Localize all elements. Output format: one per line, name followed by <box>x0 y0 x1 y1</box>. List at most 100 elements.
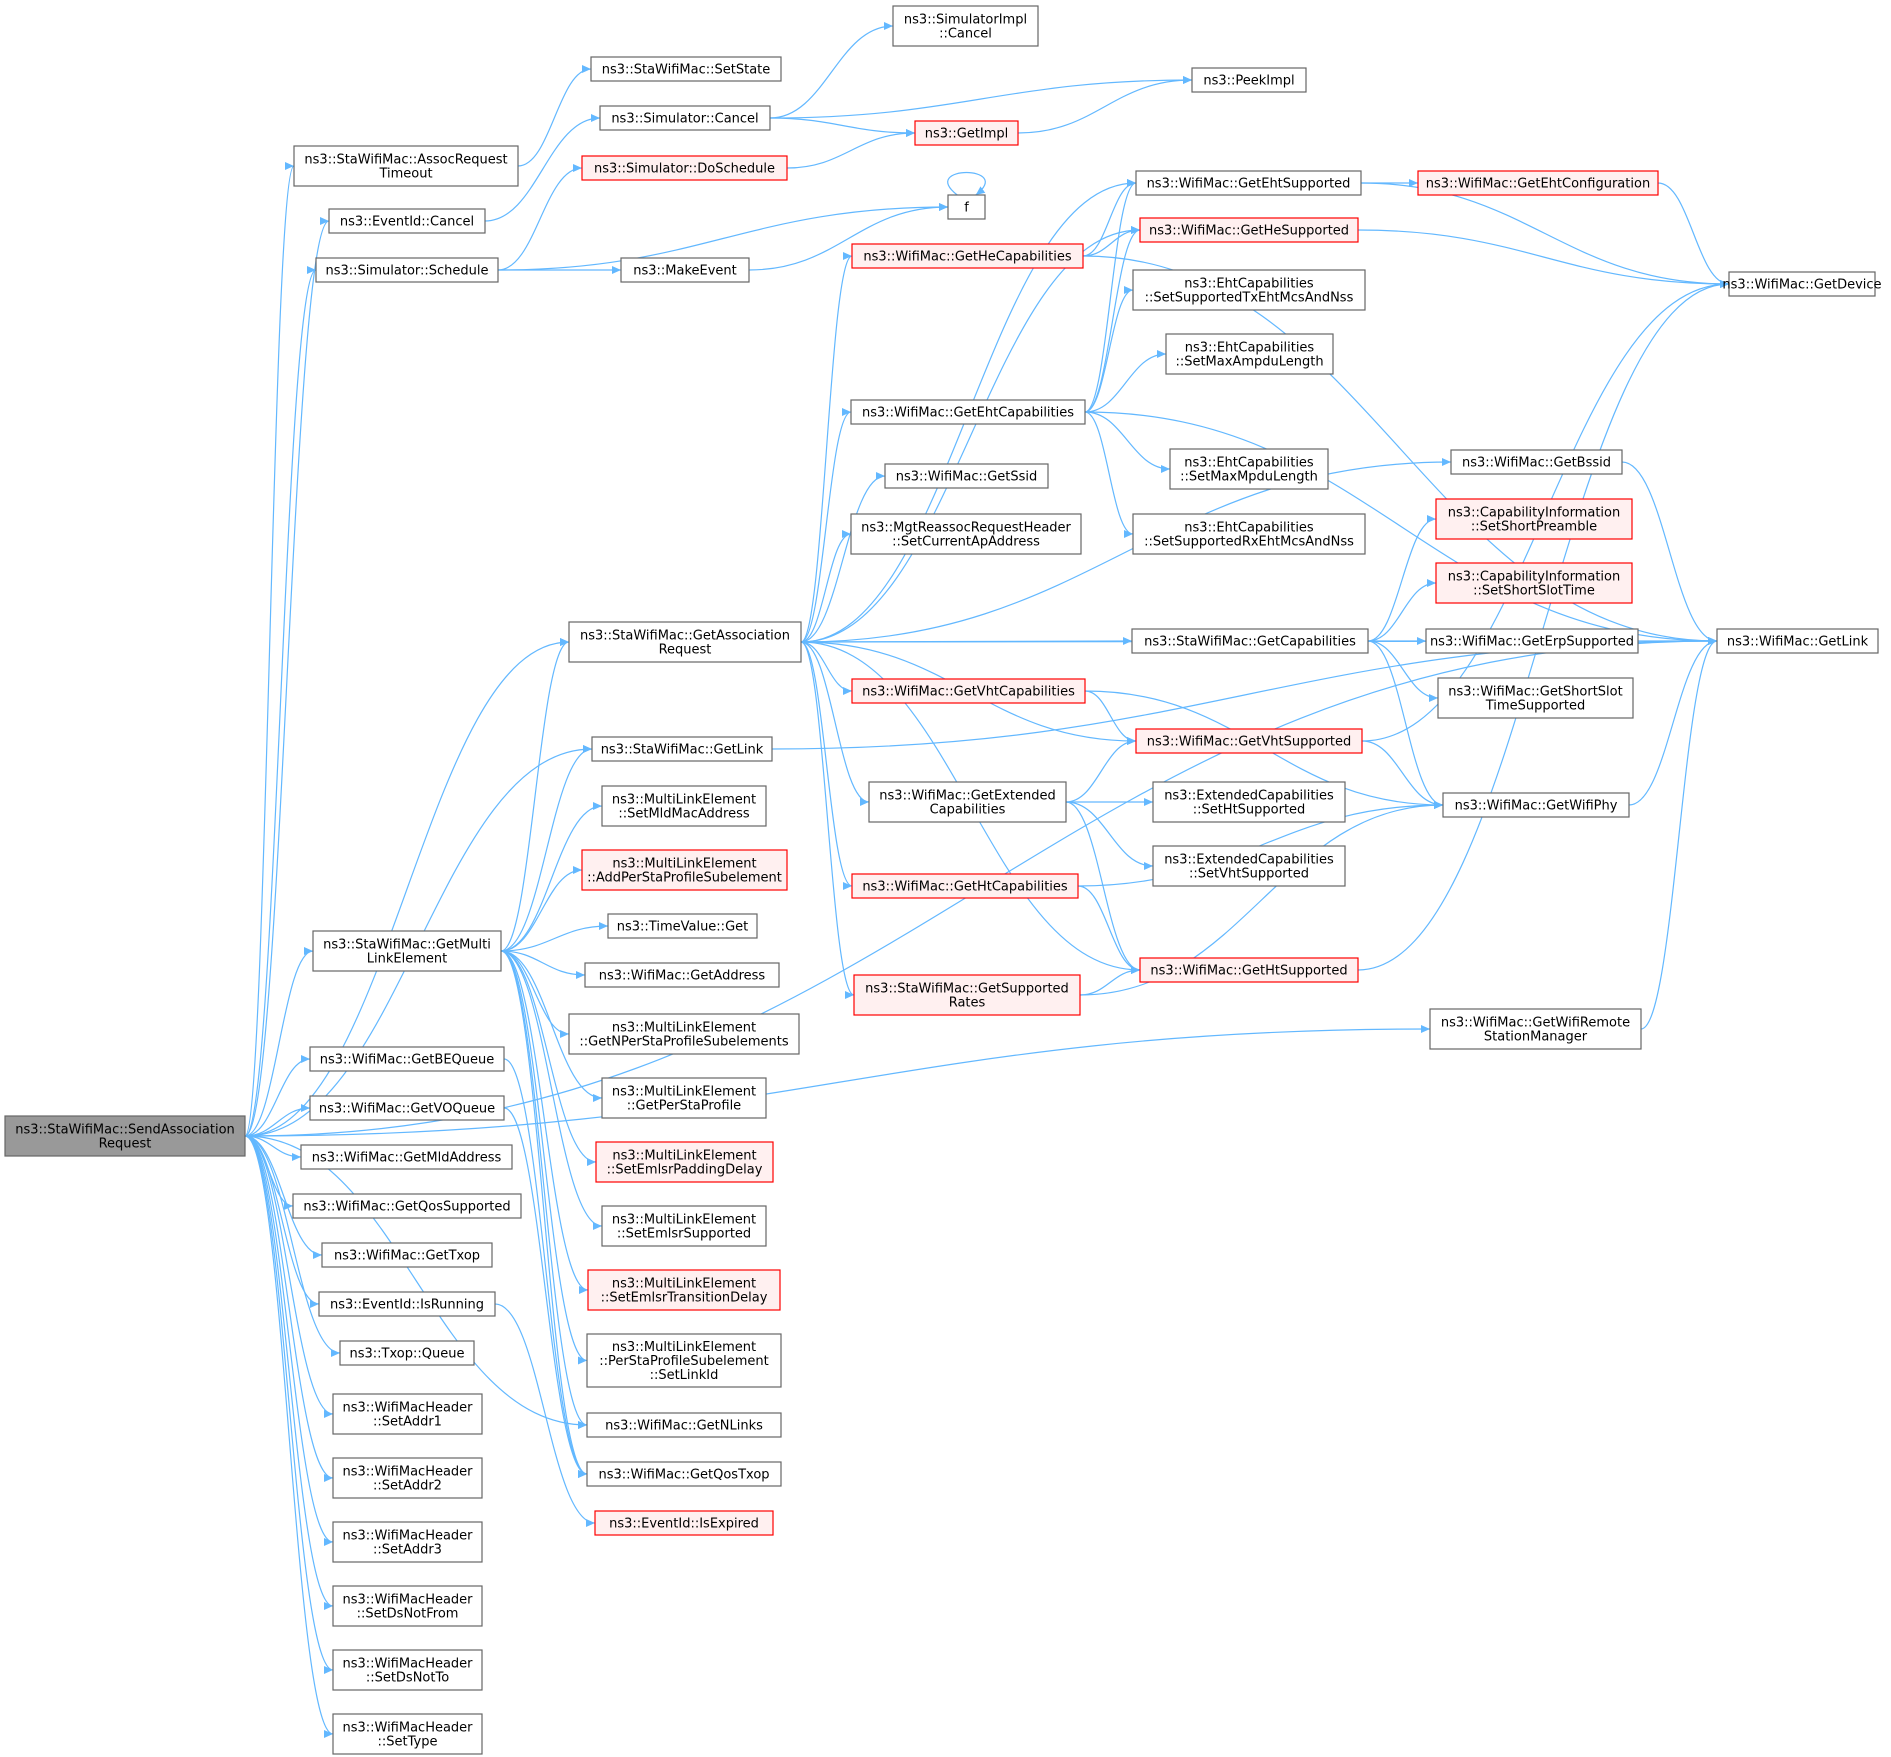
node-get-bssid[interactable]: ns3::WifiMac::GetBssid <box>1450 449 1623 475</box>
node-label: ns3::MultiLinkElement <box>612 1277 756 1292</box>
node-get-bequeue[interactable]: ns3::WifiMac::GetBEQueue <box>309 1046 505 1072</box>
node-make-event[interactable]: ns3::MakeEvent <box>620 257 750 283</box>
node-ext-set-vht[interactable]: ns3::ExtendedCapabilities::SetVhtSupport… <box>1152 845 1346 887</box>
edge-get-multi-link-to-sta-get-link <box>500 745 593 952</box>
node-get-vht-cap[interactable]: ns3::WifiMac::GetVhtCapabilities <box>851 678 1086 704</box>
node-txop-queue[interactable]: ns3::Txop::Queue <box>339 1340 475 1366</box>
node-is-expired[interactable]: ns3::EventId::IsExpired <box>594 1510 774 1536</box>
node-eht-set-rx[interactable]: ns3::EhtCapabilities::SetSupportedRxEhtM… <box>1132 513 1366 555</box>
node-set-ds-not-from[interactable]: ns3::WifiMacHeader::SetDsNotFrom <box>332 1585 483 1627</box>
node-box <box>1437 677 1634 719</box>
node-get-device[interactable]: ns3::WifiMac::GetDevice <box>1722 271 1882 297</box>
node-eht-set-tx[interactable]: ns3::EhtCapabilities::SetSupportedTxEhtM… <box>1132 269 1366 311</box>
node-get-wifi-phy[interactable]: ns3::WifiMac::GetWifiPhy <box>1442 792 1630 818</box>
node-label: ns3::WifiMac::GetDevice <box>1722 278 1881 293</box>
node-label: Request <box>99 1137 152 1152</box>
node-cap-short-slot[interactable]: ns3::CapabilityInformation::SetShortSlot… <box>1435 562 1633 604</box>
node-get-eht-cap[interactable]: ns3::WifiMac::GetEhtCapabilities <box>850 399 1086 425</box>
node-mle-get-n[interactable]: ns3::MultiLinkElement::GetNPerStaProfile… <box>568 1013 800 1055</box>
node-eht-set-ampdu[interactable]: ns3::EhtCapabilities::SetMaxAmpduLength <box>1165 333 1334 375</box>
node-set-state[interactable]: ns3::StaWifiMac::SetState <box>590 56 782 82</box>
node-sim-cancel[interactable]: ns3::Simulator::Cancel <box>599 105 771 131</box>
node-get-erp[interactable]: ns3::WifiMac::GetErpSupported <box>1425 628 1639 654</box>
node-sim-do-schedule[interactable]: ns3::Simulator::DoSchedule <box>581 155 788 181</box>
node-box <box>851 678 1086 704</box>
node-get-he-supported[interactable]: ns3::WifiMac::GetHeSupported <box>1139 217 1359 243</box>
node-label: ns3::WifiMac::GetNLinks <box>605 1419 763 1434</box>
node-label: ::SetEmlsrPaddingDelay <box>607 1163 763 1178</box>
node-get-he-cap[interactable]: ns3::WifiMac::GetHeCapabilities <box>851 243 1084 269</box>
edge-get-ext-cap-to-get-vht-supported <box>1065 737 1137 803</box>
node-get-impl[interactable]: ns3::GetImpl <box>914 120 1019 146</box>
node-set-addr3[interactable]: ns3::WifiMacHeader::SetAddr3 <box>332 1521 483 1563</box>
node-get-eht-config[interactable]: ns3::WifiMac::GetEhtConfiguration <box>1417 170 1659 196</box>
node-label: ns3::WifiMac::GetSsid <box>896 470 1038 485</box>
node-get-remote-station[interactable]: ns3::WifiMac::GetWifiRemoteStationManage… <box>1429 1008 1642 1050</box>
node-box <box>315 257 499 283</box>
node-sta-get-link[interactable]: ns3::StaWifiMac::GetLink <box>591 736 773 762</box>
node-is-running[interactable]: ns3::EventId::IsRunning <box>318 1291 496 1317</box>
node-set-addr2[interactable]: ns3::WifiMacHeader::SetAddr2 <box>332 1457 483 1499</box>
node-get-txop[interactable]: ns3::WifiMac::GetTxop <box>321 1242 493 1268</box>
edge-get-assoc-req-to-get-eht-cap <box>800 408 852 643</box>
node-get-qos-txop[interactable]: ns3::WifiMac::GetQosTxop <box>586 1461 782 1487</box>
node-label: ::SetSupportedTxEhtMcsAndNss <box>1145 291 1354 306</box>
node-label: ns3::StaWifiMac::AssocRequest <box>304 153 507 168</box>
node-label: ns3::MultiLinkElement <box>612 1340 756 1355</box>
node-set-type[interactable]: ns3::WifiMacHeader::SetType <box>332 1713 483 1755</box>
node-mle-set-pad[interactable]: ns3::MultiLinkElement::SetEmlsrPaddingDe… <box>595 1141 774 1183</box>
node-get-link-wm[interactable]: ns3::WifiMac::GetLink <box>1716 628 1879 654</box>
node-mle-set-emlsr[interactable]: ns3::MultiLinkElement::SetEmlsrSupported <box>601 1205 767 1247</box>
node-box <box>1165 333 1334 375</box>
node-get-qos-supp[interactable]: ns3::WifiMac::GetQosSupported <box>292 1193 522 1219</box>
node-get-ht-cap[interactable]: ns3::WifiMac::GetHtCapabilities <box>851 873 1079 899</box>
node-box <box>292 1193 522 1219</box>
edge-get-bssid-to-get-link-wm <box>1621 461 1718 645</box>
node-mle-set-mld[interactable]: ns3::MultiLinkElement::SetMldMacAddress <box>601 785 767 827</box>
node-set-ds-not-to[interactable]: ns3::WifiMacHeader::SetDsNotTo <box>332 1649 483 1691</box>
node-box <box>586 1333 782 1388</box>
node-event-cancel[interactable]: ns3::EventId::Cancel <box>328 208 486 234</box>
node-get-address[interactable]: ns3::WifiMac::GetAddress <box>584 962 780 988</box>
node-label: ns3::CapabilityInformation <box>1448 570 1620 585</box>
node-sim-impl-cancel[interactable]: ns3::SimulatorImpl::Cancel <box>892 5 1039 47</box>
node-f[interactable]: f <box>947 194 986 220</box>
node-peek-impl[interactable]: ns3::PeekImpl <box>1191 67 1307 93</box>
node-get-ssid[interactable]: ns3::WifiMac::GetSsid <box>884 463 1049 489</box>
node-mle-per-set-link[interactable]: ns3::MultiLinkElement::PerStaProfileSube… <box>586 1333 782 1388</box>
edges-layer <box>244 22 1730 1738</box>
node-ext-set-ht[interactable]: ns3::ExtendedCapabilities::SetHtSupporte… <box>1152 781 1346 823</box>
node-box <box>321 1242 493 1268</box>
node-set-addr1[interactable]: ns3::WifiMacHeader::SetAddr1 <box>332 1393 483 1435</box>
node-label: ::GetNPerStaProfileSubelements <box>579 1035 788 1050</box>
node-mle-get-per[interactable]: ns3::MultiLinkElement::GetPerStaProfile <box>601 1077 767 1119</box>
node-sta-get-cap[interactable]: ns3::StaWifiMac::GetCapabilities <box>1131 628 1369 654</box>
node-get-ht-supported[interactable]: ns3::WifiMac::GetHtSupported <box>1139 957 1359 983</box>
node-cap-short-pre[interactable]: ns3::CapabilityInformation::SetShortPrea… <box>1435 498 1633 540</box>
node-mle-add-per[interactable]: ns3::MultiLinkElement::AddPerStaProfileS… <box>581 849 788 891</box>
node-get-eht-supported[interactable]: ns3::WifiMac::GetEhtSupported <box>1135 170 1362 196</box>
node-time-get[interactable]: ns3::TimeValue::Get <box>607 913 758 939</box>
node-get-voqueue[interactable]: ns3::WifiMac::GetVOQueue <box>309 1095 505 1121</box>
node-get-vht-supported[interactable]: ns3::WifiMac::GetVhtSupported <box>1135 728 1363 754</box>
node-box <box>594 1510 774 1536</box>
edge-root-to-set-addr3 <box>244 1135 334 1546</box>
edge-get-ext-cap-to-ext-set-vht <box>1065 801 1154 870</box>
node-box <box>332 1393 483 1435</box>
edge-root-to-sim-schedule <box>244 266 317 1137</box>
node-mle-set-trans[interactable]: ns3::MultiLinkElement::SetEmlsrTransitio… <box>587 1269 781 1311</box>
node-sim-schedule[interactable]: ns3::Simulator::Schedule <box>315 257 499 283</box>
node-mgt-set-ap[interactable]: ns3::MgtReassocRequestHeader::SetCurrent… <box>850 513 1082 555</box>
node-eht-set-mpdu[interactable]: ns3::EhtCapabilities::SetMaxMpduLength <box>1169 448 1329 490</box>
node-get-nlinks[interactable]: ns3::WifiMac::GetNLinks <box>586 1412 782 1438</box>
edge-root-to-set-addr2 <box>244 1135 334 1482</box>
node-get-mld-addr[interactable]: ns3::WifiMac::GetMldAddress <box>300 1144 513 1170</box>
edge-is-running-to-is-expired <box>494 1303 596 1527</box>
